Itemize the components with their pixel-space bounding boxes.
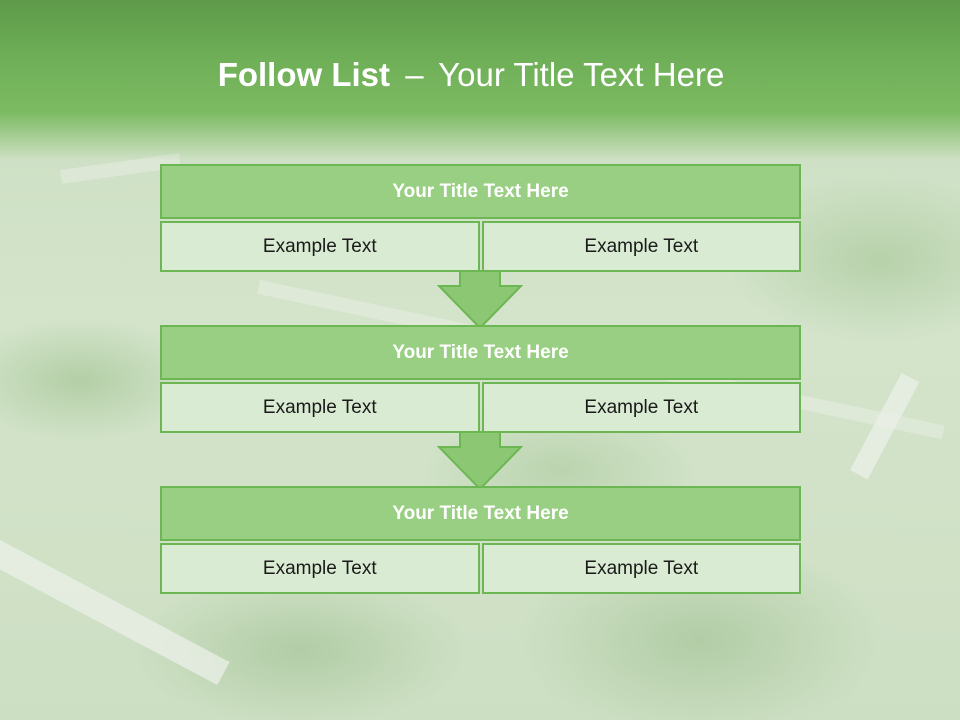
block-cell-right: Example Text: [481, 382, 801, 433]
down-arrow-icon: [437, 431, 523, 491]
down-arrow-icon: [437, 270, 523, 330]
block-cell-left: Example Text: [160, 543, 480, 594]
list-block-1: Your Title Text Here Example Text Exampl…: [160, 164, 801, 272]
block-row: Example Text Example Text: [160, 543, 801, 594]
list-block-3: Your Title Text Here Example Text Exampl…: [160, 486, 801, 594]
title-separator: –: [405, 56, 424, 93]
block-title: Your Title Text Here: [160, 486, 801, 541]
block-title: Your Title Text Here: [160, 164, 801, 219]
slide-title: Follow List – Your Title Text Here: [0, 52, 942, 98]
block-cell-left: Example Text: [160, 382, 480, 433]
title-subtitle-part: Your Title Text Here: [438, 56, 725, 93]
block-cell-right: Example Text: [481, 221, 801, 272]
block-row: Example Text Example Text: [160, 382, 801, 433]
header-band: [0, 0, 960, 160]
block-row: Example Text Example Text: [160, 221, 801, 272]
block-title: Your Title Text Here: [160, 325, 801, 380]
title-bold-part: Follow List: [217, 56, 391, 93]
block-cell-right: Example Text: [481, 543, 801, 594]
block-cell-left: Example Text: [160, 221, 480, 272]
list-block-2: Your Title Text Here Example Text Exampl…: [160, 325, 801, 433]
